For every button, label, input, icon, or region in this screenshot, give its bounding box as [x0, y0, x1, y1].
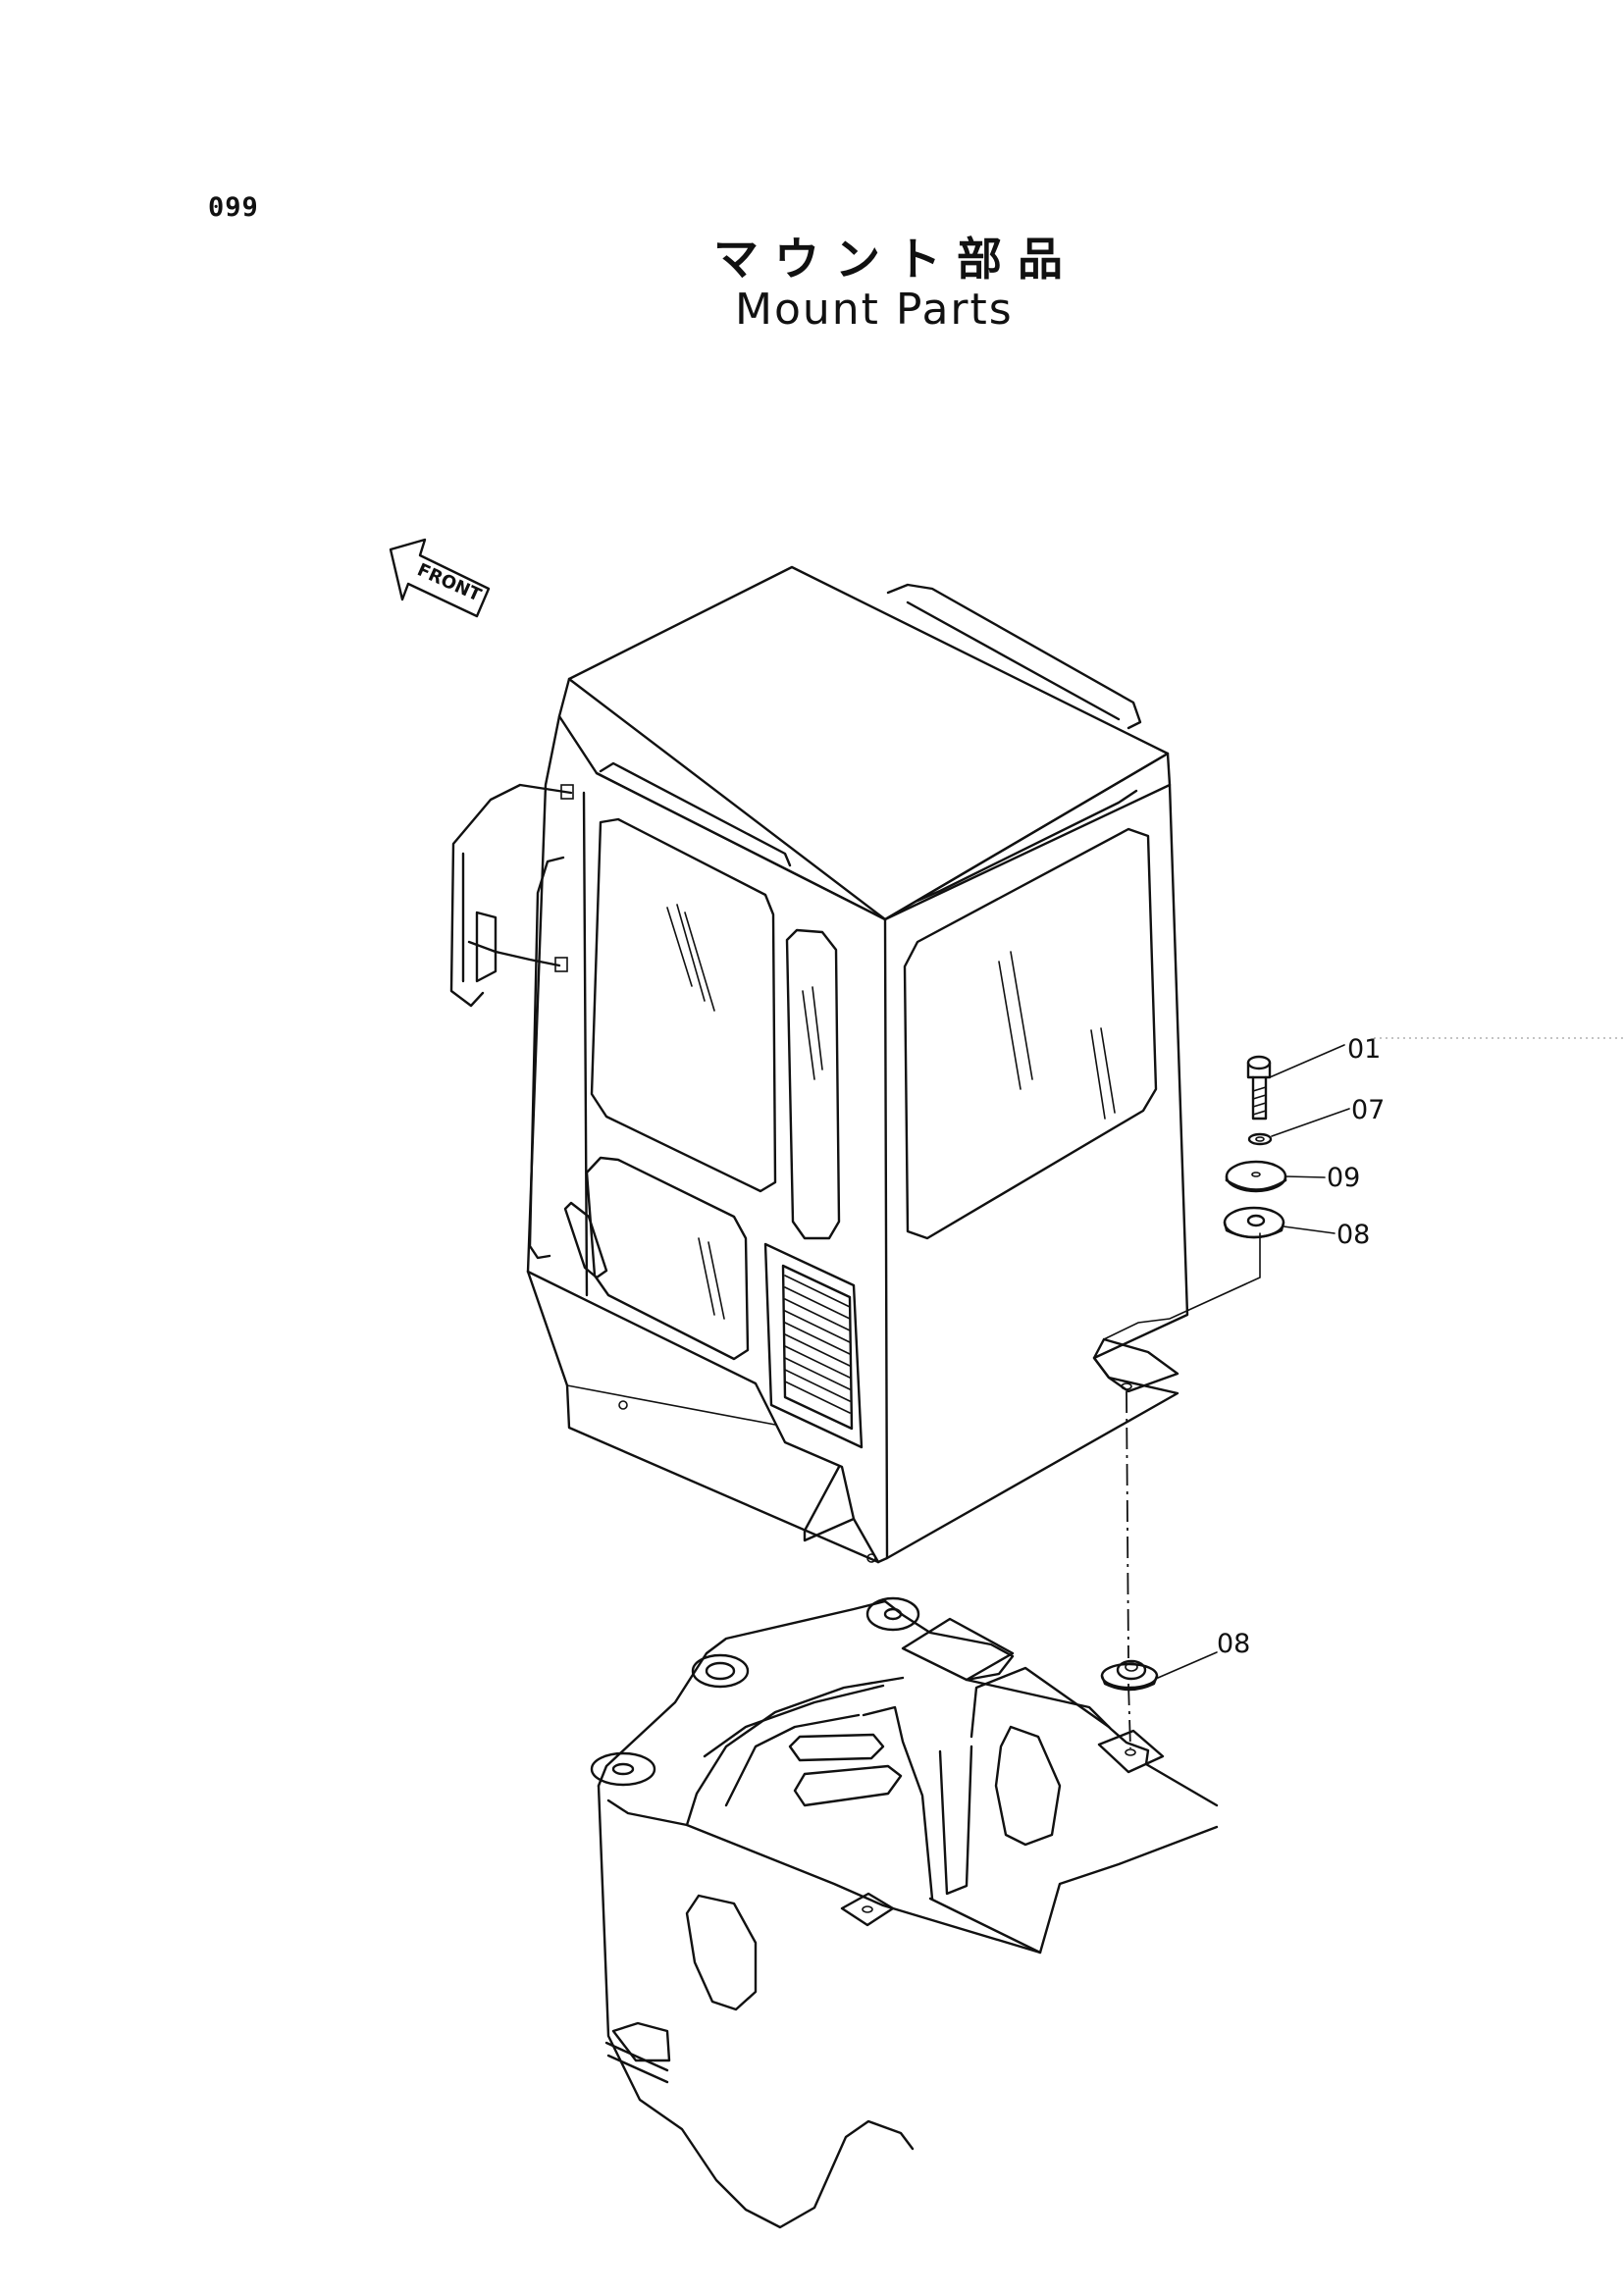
mount-parts [1092, 1055, 1287, 1749]
title-english: Mount Parts [735, 285, 1014, 335]
upper-frame [590, 1596, 1219, 2229]
callout-leaders [1103, 1037, 1624, 1679]
rubber-mount-08-lower [1100, 1659, 1159, 1692]
bolt-01 [1246, 1055, 1272, 1121]
rubber-mount-08-upper [1223, 1206, 1285, 1239]
callout-01: 01 [1347, 1034, 1381, 1065]
plate-09 [1225, 1160, 1287, 1193]
front-arrow-icon: FRONT [389, 538, 491, 618]
callout-07: 07 [1351, 1095, 1385, 1125]
callout-08-lower: 08 [1217, 1629, 1250, 1659]
page-number: 099 [208, 192, 259, 223]
washer-07 [1247, 1132, 1273, 1146]
callout-08-upper: 08 [1336, 1220, 1370, 1250]
callout-09: 09 [1327, 1163, 1360, 1193]
front-arrow-label: FRONT [414, 559, 485, 605]
title-japanese: マウント部品 [713, 233, 1078, 286]
operator-cab [449, 565, 1189, 1564]
